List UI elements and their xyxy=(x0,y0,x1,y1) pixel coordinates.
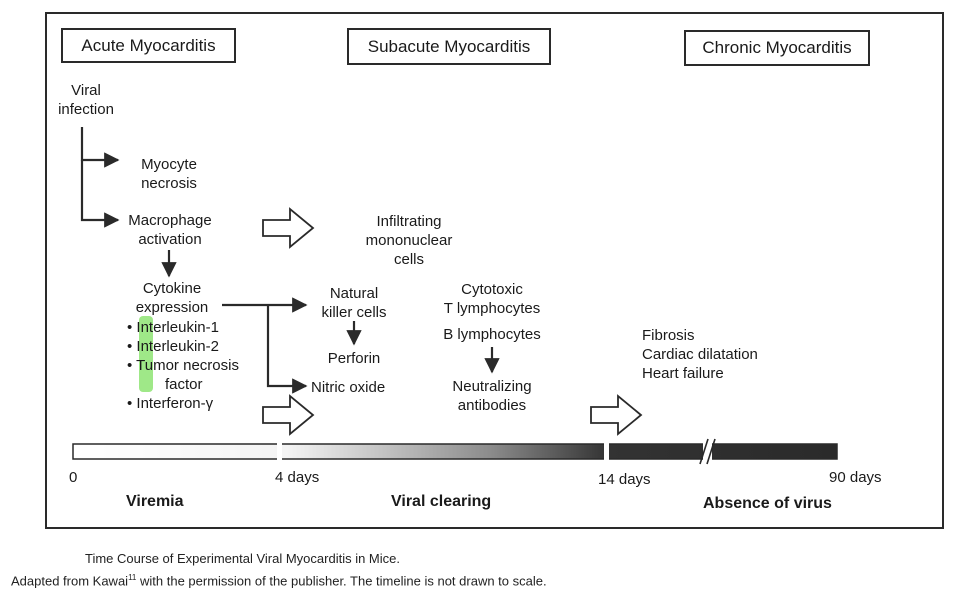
stage-subacute-box: Subacute Myocarditis xyxy=(347,28,551,65)
infiltrating-cells-label: Infiltrating mononuclear cells xyxy=(354,212,464,269)
figure-caption-title: Time Course of Experimental Viral Myocar… xyxy=(85,551,400,566)
outcome-fibrosis: Fibrosis xyxy=(642,327,695,344)
timeline-bar xyxy=(72,443,838,460)
diagram-frame xyxy=(45,12,944,529)
cytokine-item-ifn: • Interferon-γ xyxy=(127,395,214,412)
cytokine-item-tnf: • Tumor necrosis xyxy=(127,357,239,374)
cytokine-item-il1: • Interleukin-1 xyxy=(127,319,219,336)
viral-infection-label: Viral infection xyxy=(46,81,126,119)
chronic-outcomes-list: Fibrosis Cardiac dilatation Heart failur… xyxy=(642,326,758,383)
tick-4-days: 4 days xyxy=(275,469,320,486)
caption-note-start: Adapted from Kawai xyxy=(11,573,129,589)
green-highlighter-mark xyxy=(139,316,153,392)
cytokine-list: • Interleukin-1 • Interleukin-2 • Tumor … xyxy=(127,318,239,413)
perforin-label: Perforin xyxy=(327,350,381,367)
tick-90-days: 90 days xyxy=(829,469,882,486)
cytokine-expression-line1: Cytokine xyxy=(142,280,202,297)
tick-0: 0 xyxy=(69,469,78,486)
infiltrating-line3: cells xyxy=(393,251,424,268)
timeline-axis-break-icon xyxy=(699,438,716,465)
neutralizing-line2: antibodies xyxy=(457,397,527,414)
macrophage-activation-label: Macrophage activation xyxy=(117,211,223,249)
cytotoxic-line2: T lymphocytes xyxy=(443,300,541,317)
timeline-break-14-days xyxy=(604,440,609,463)
myocyte-necrosis-line1: Myocyte xyxy=(141,156,197,173)
tick-14-days: 14 days xyxy=(598,471,651,488)
natural-killer-line1: Natural xyxy=(329,285,379,302)
arrow-to-macrophage-activation xyxy=(80,160,120,228)
caption-reference-superscript: 11 xyxy=(128,573,137,582)
myocyte-necrosis-line2: necrosis xyxy=(141,175,197,192)
nitric-oxide-label: Nitric oxide xyxy=(311,379,386,396)
natural-killer-line2: killer cells xyxy=(321,304,387,321)
macrophage-activation-line2: activation xyxy=(138,231,202,248)
cytokine-item-tnf-factor: factor xyxy=(165,376,203,393)
hollow-arrow-4-days xyxy=(262,394,315,436)
outcome-heart-failure: Heart failure xyxy=(642,365,724,382)
infiltrating-line2: mononuclear xyxy=(365,232,453,249)
hollow-arrow-infiltration xyxy=(262,207,315,249)
timeline-break-4-days xyxy=(277,440,282,463)
viral-infection-line1: Viral xyxy=(71,82,101,99)
viral-infection-line2: infection xyxy=(58,101,114,118)
cytotoxic-t-label: Cytotoxic T lymphocytes xyxy=(437,280,547,318)
natural-killer-label: Natural killer cells xyxy=(309,284,399,322)
phase-viremia: Viremia xyxy=(126,493,184,510)
outcome-cardiac-dilatation: Cardiac dilatation xyxy=(642,346,758,363)
macrophage-activation-line1: Macrophage xyxy=(128,212,212,229)
figure-caption-note: Adapted from Kawai11 with the permission… xyxy=(11,573,547,588)
hollow-arrow-14-days xyxy=(590,394,643,436)
neutralizing-antibodies-label: Neutralizing antibodies xyxy=(442,377,542,415)
caption-note-end: with the permission of the publisher. Th… xyxy=(136,573,547,589)
stage-chronic-box: Chronic Myocarditis xyxy=(684,30,870,66)
cytokine-expression-label: Cytokine expression xyxy=(122,279,222,317)
cytokine-item-il2: • Interleukin-2 xyxy=(127,338,219,355)
myocyte-necrosis-label: Myocyte necrosis xyxy=(119,155,219,193)
cytokine-expression-line2: expression xyxy=(135,299,209,316)
phase-viral-clearing: Viral clearing xyxy=(391,493,492,510)
stage-acute-box: Acute Myocarditis xyxy=(61,28,236,63)
cytotoxic-line1: Cytotoxic xyxy=(461,281,523,298)
neutralizing-line1: Neutralizing xyxy=(452,378,532,395)
b-lymphocytes-label: B lymphocytes xyxy=(443,326,541,343)
arrow-to-myocyte-necrosis xyxy=(80,127,120,168)
infiltrating-line1: Infiltrating xyxy=(376,213,442,230)
phase-absence-of-virus: Absence of virus xyxy=(703,495,832,512)
arrow-to-nitric-oxide xyxy=(266,305,308,394)
